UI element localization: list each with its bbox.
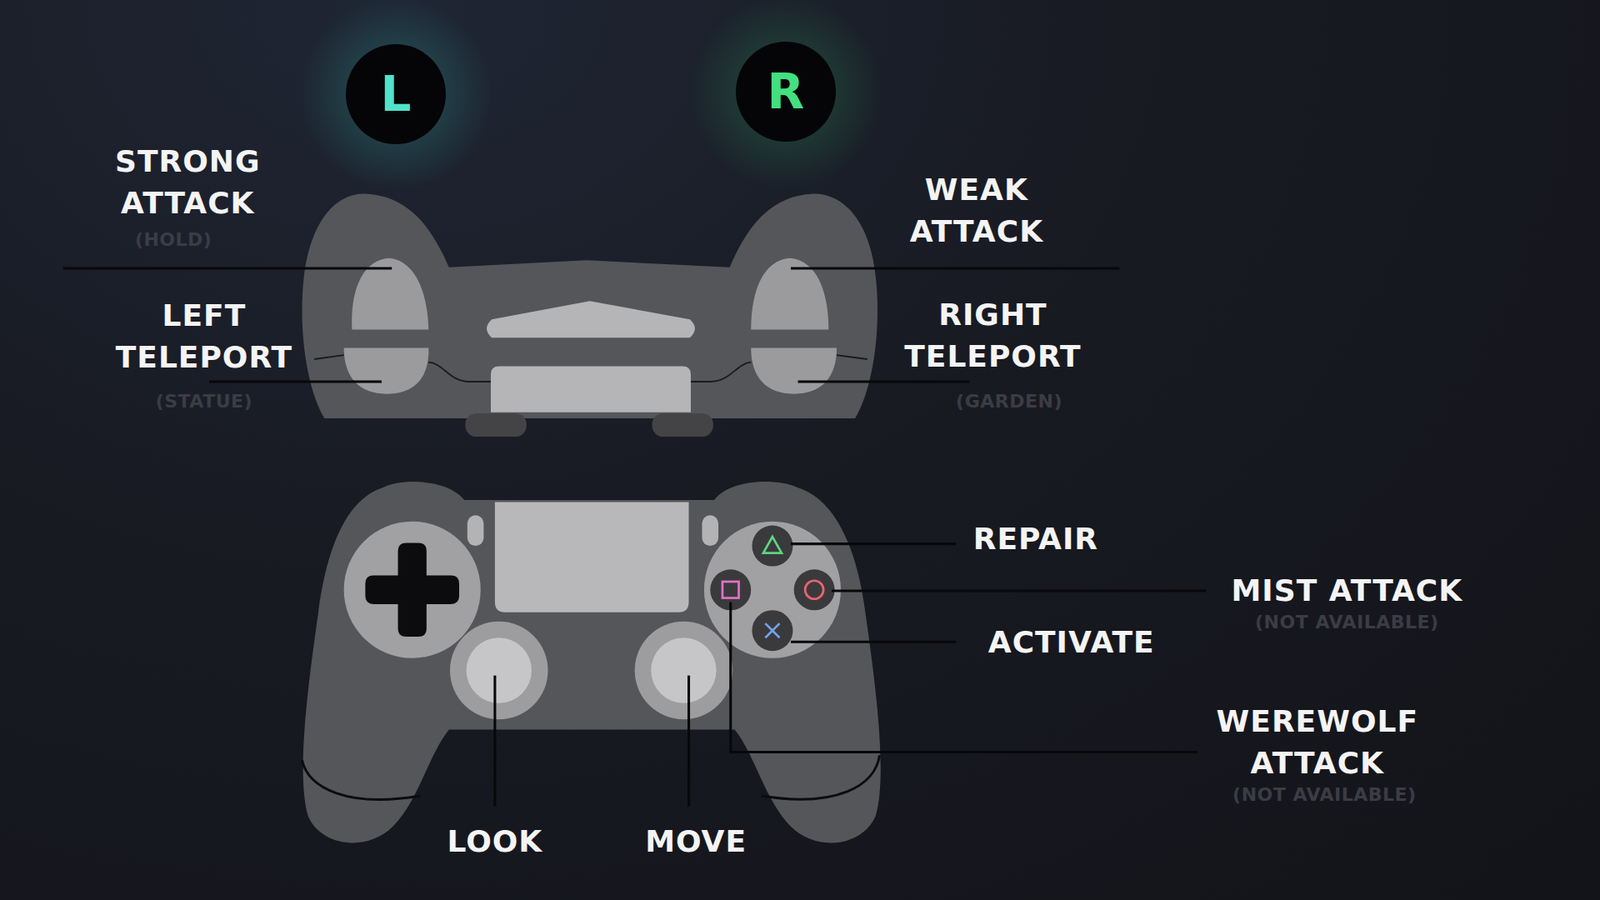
cross-button <box>751 610 793 651</box>
controller-front <box>303 481 881 843</box>
leader-line <box>493 675 496 807</box>
cross-symbol <box>765 623 780 638</box>
square-symbol <box>722 581 740 599</box>
trigger <box>344 348 430 395</box>
light-bar <box>486 300 695 338</box>
options-button <box>701 515 719 546</box>
seam-line <box>428 362 491 382</box>
touchpad <box>495 501 690 612</box>
leader-line <box>63 267 392 270</box>
leader-line <box>790 640 956 644</box>
action-label: WEREWOLF ATTACK <box>1216 700 1419 785</box>
leader-line <box>798 380 970 383</box>
action-label: RIGHT TELEPORT <box>904 294 1081 378</box>
glow <box>689 0 884 190</box>
dpad <box>365 542 460 637</box>
note-label: (NOT AVAILABLE) <box>1232 784 1417 806</box>
trigger <box>750 348 837 395</box>
note-label: (STATUE) <box>155 390 253 413</box>
port-block <box>490 366 691 413</box>
triangle-button <box>751 525 793 567</box>
seam-line <box>314 355 345 360</box>
note-label: (NOT AVAILABLE) <box>1255 611 1440 634</box>
action-label: WEAK ATTACK <box>910 169 1044 253</box>
leader-line <box>790 267 1120 270</box>
action-label: LOOK <box>446 820 543 863</box>
grip-foot <box>465 413 526 437</box>
dpad-well <box>344 521 481 659</box>
action-label: LEFT TELEPORT <box>115 295 293 379</box>
controller-back <box>301 194 878 420</box>
seam-line <box>836 355 868 360</box>
action-label: MOVE <box>645 820 747 863</box>
leader-line <box>209 380 382 383</box>
action-label: ACTIVATE <box>988 621 1155 664</box>
action-label: REPAIR <box>973 518 1099 560</box>
action-label: MIST ATTACK <box>1231 570 1464 612</box>
thumbstick <box>466 637 532 703</box>
button-letter: R <box>767 67 805 116</box>
triangle-symbol <box>763 536 782 554</box>
grip-line <box>301 760 420 800</box>
action-label: STRONG ATTACK <box>115 140 261 225</box>
note-label: (HOLD) <box>135 229 213 251</box>
circle-button <box>794 569 835 610</box>
grip-line <box>760 755 880 800</box>
thumbstick <box>650 637 716 703</box>
grip-foot <box>651 413 713 437</box>
leader-line <box>687 675 690 807</box>
seam-line <box>690 362 751 382</box>
leader-line <box>790 542 956 545</box>
leader-line <box>831 589 1206 592</box>
button-badge: L <box>345 44 446 145</box>
face-button-well <box>704 521 841 659</box>
thumbstick-base <box>450 621 549 720</box>
leader-line <box>730 601 1199 752</box>
button-letter: L <box>380 70 412 119</box>
share-button <box>467 515 485 546</box>
button-badge: R <box>735 41 836 142</box>
thumbstick-base <box>635 621 734 720</box>
glow <box>299 0 494 191</box>
note-label: (GARDEN) <box>955 390 1063 413</box>
circle-symbol <box>805 580 824 600</box>
